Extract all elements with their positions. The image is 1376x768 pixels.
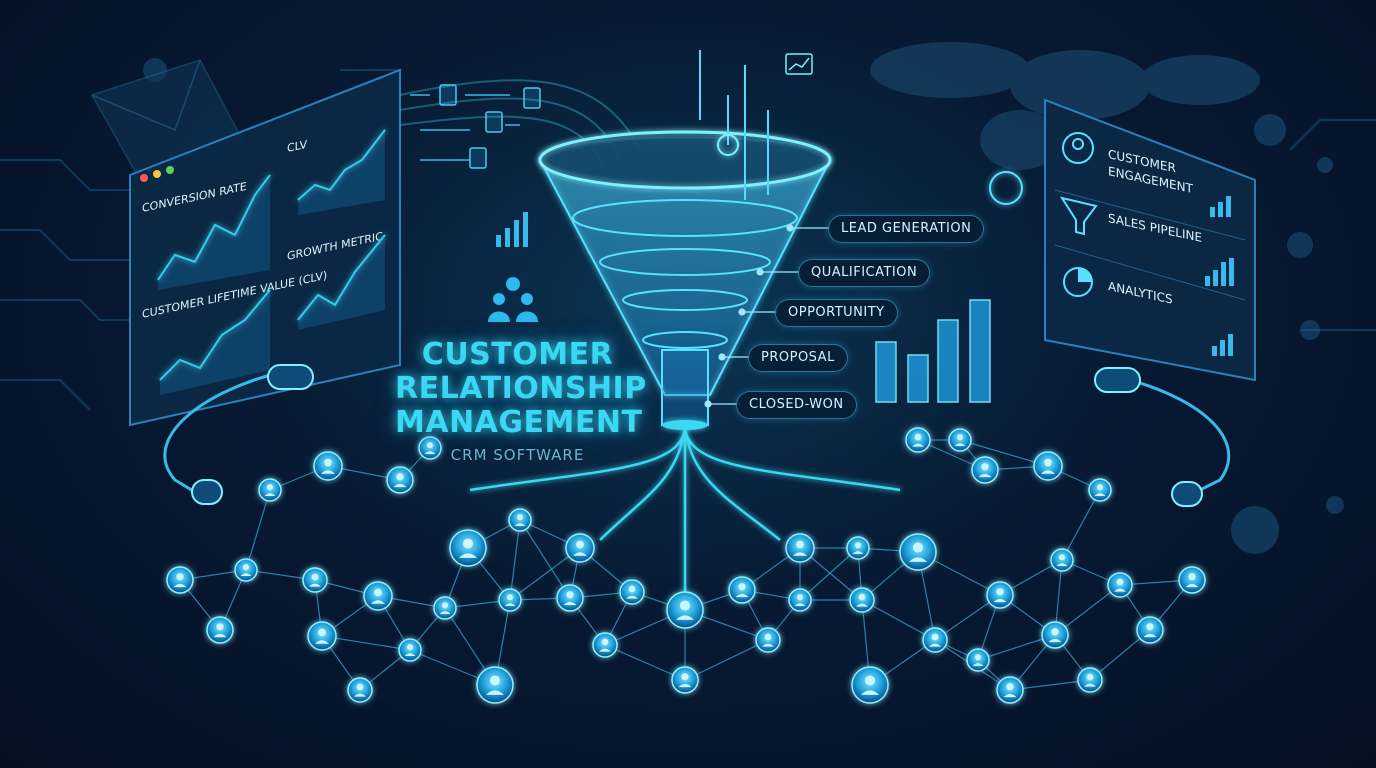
stage-connectors	[704, 224, 830, 408]
customer-node-icon	[666, 591, 704, 629]
customer-node-icon	[476, 666, 514, 704]
customer-node-icon	[258, 478, 282, 502]
customer-node-icon	[592, 632, 618, 658]
customer-node-icon	[302, 567, 328, 593]
customer-node-icon	[1107, 572, 1133, 598]
funnel-branches	[469, 424, 901, 600]
title-line-1: CUSTOMER	[421, 337, 614, 372]
customer-node-icon	[363, 581, 393, 611]
stage-label-opportunity: OPPORTUNITY	[775, 299, 898, 327]
conveyor-pipe	[163, 368, 1231, 497]
title-line-2: RELATIONSHIP	[395, 371, 647, 406]
funnel-icon	[1059, 196, 1098, 236]
customer-node-icon	[1041, 621, 1069, 649]
customer-node-icon	[849, 587, 875, 613]
customer-node-icon	[966, 648, 990, 672]
customer-node-icon	[1136, 616, 1164, 644]
customer-node-icon	[1088, 478, 1112, 502]
customer-node-icon	[313, 451, 343, 481]
customer-node-icon	[166, 566, 194, 594]
customer-node-icon	[788, 588, 812, 612]
stage-label-proposal: PROPOSAL	[748, 344, 848, 372]
customer-node-icon	[755, 627, 781, 653]
customer-node-icon	[556, 584, 584, 612]
clv-chart: CLV	[287, 129, 386, 215]
customer-node-icon	[986, 581, 1014, 609]
customer-node-icon	[671, 666, 699, 694]
document-icons	[439, 84, 541, 169]
customer-node-icon	[619, 579, 645, 605]
customer-node-icon	[565, 533, 595, 563]
customer-network	[166, 427, 1206, 704]
customer-node-icon	[433, 596, 457, 620]
customer-node-icon	[307, 621, 337, 651]
customer-node-icon	[398, 638, 422, 662]
customer-node-icon	[206, 616, 234, 644]
customer-node-icon	[785, 533, 815, 563]
customer-node-icon	[498, 588, 522, 612]
customer-node-icon	[449, 529, 487, 567]
document-flow	[410, 94, 520, 161]
stage-label-lead-generation: LEAD GENERATION	[828, 215, 985, 243]
customer-node-icon	[1178, 566, 1206, 594]
customer-node-icon	[851, 666, 889, 704]
bokeh-lights	[143, 58, 1344, 554]
left-dashboard: CONVERSION RATE CLV CUSTOMER LIFETIME VA…	[129, 68, 401, 427]
stage-label-qualification: QUALIFICATION	[798, 259, 931, 287]
customer-node-icon	[386, 466, 414, 494]
conveyor-capsules	[191, 364, 1203, 507]
customer-node-icon	[922, 627, 948, 653]
customer-node-icon	[905, 427, 931, 453]
customer-node-icon	[508, 508, 532, 532]
contact-icon	[989, 171, 1023, 205]
incoming-arrows	[699, 50, 769, 200]
customer-node-icon	[846, 536, 870, 560]
sales-funnel	[538, 130, 832, 430]
bar-chart-icon	[496, 212, 528, 247]
title-block: CUSTOMER RELATIONSHIP MANAGEMENT CRM SOF…	[395, 337, 647, 465]
customer-node-icon	[996, 676, 1024, 704]
customer-node-icon	[1050, 548, 1074, 572]
target-icon	[717, 134, 739, 156]
customer-node-icon	[234, 558, 258, 582]
customer-node-icon	[971, 456, 999, 484]
people-group-icon	[488, 277, 538, 322]
title-line-3: MANAGEMENT	[395, 405, 643, 440]
customer-node-icon	[948, 428, 972, 452]
right-panel: CUSTOMER ENGAGEMENT SALES PIPELINE ANALY…	[1044, 98, 1256, 382]
user-icon	[1062, 132, 1094, 164]
customer-node-icon	[1077, 667, 1103, 693]
chart-label: CLV	[287, 138, 307, 155]
circuit-lines	[0, 69, 1376, 411]
customer-node-icon	[899, 533, 937, 571]
customer-node-icon	[347, 677, 373, 703]
subtitle: CRM SOFTWARE	[450, 446, 585, 464]
customer-node-icon	[728, 576, 756, 604]
customer-node-icon	[1033, 451, 1063, 481]
bar-chart-3d	[875, 299, 991, 403]
customer-node-icon	[418, 436, 442, 460]
growth-chart-icon	[785, 53, 813, 75]
stage-label-closed-won: CLOSED-WON	[736, 391, 857, 419]
